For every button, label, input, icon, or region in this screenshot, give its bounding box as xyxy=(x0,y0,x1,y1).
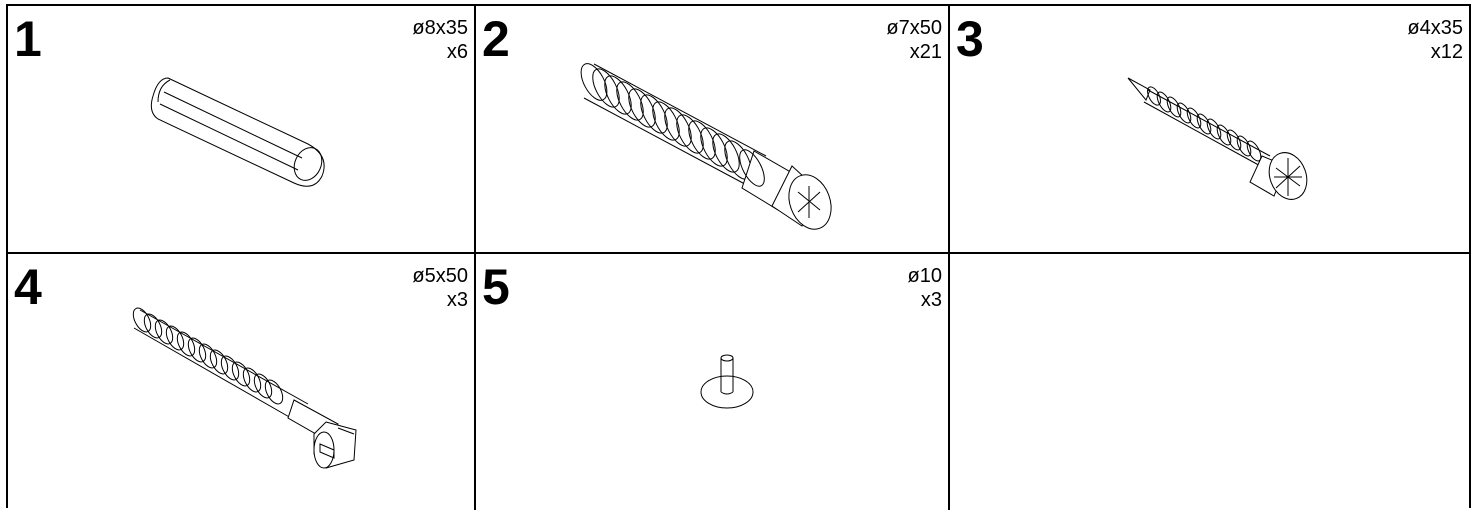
part-cell-2: 2 ø7x50 x21 xyxy=(476,6,950,254)
wood-screw-icon xyxy=(950,6,1469,254)
part-spec: ø8x35 x6 xyxy=(412,16,468,64)
part-spec: ø10 x3 xyxy=(908,264,942,312)
parts-table: 1 ø8x35 x6 2 ø7x50 x21 xyxy=(6,4,1471,510)
part-quantity: x3 xyxy=(446,289,468,311)
slotted-screw-pin-icon xyxy=(8,254,476,510)
part-spec: ø5x50 x3 xyxy=(412,264,468,312)
part-quantity: x21 xyxy=(909,41,942,63)
part-spec: ø7x50 x21 xyxy=(886,16,942,64)
cap-pin-icon xyxy=(476,254,950,510)
euro-screw-icon xyxy=(476,6,950,254)
part-cell-1: 1 ø8x35 x6 xyxy=(8,6,476,254)
part-number: 4 xyxy=(14,259,42,315)
part-cell-4: 4 ø5x50 x3 xyxy=(8,254,476,510)
part-number: 1 xyxy=(14,11,42,67)
wooden-dowel-icon xyxy=(8,6,476,254)
part-number: 5 xyxy=(482,259,510,315)
part-size: ø5x50 xyxy=(412,265,468,287)
part-cell-3: 3 ø4x35 x12 xyxy=(950,6,1469,254)
part-quantity: x3 xyxy=(920,289,942,311)
part-size: ø10 xyxy=(907,265,942,287)
part-size: ø7x50 xyxy=(886,17,942,39)
part-cell-5: 5 ø10 x3 xyxy=(476,254,950,510)
part-size: ø4x35 xyxy=(1407,17,1463,39)
part-spec: ø4x35 x12 xyxy=(1407,16,1463,64)
empty-cell xyxy=(950,254,1469,510)
part-quantity: x6 xyxy=(446,41,468,63)
part-number: 2 xyxy=(482,11,510,67)
part-quantity: x12 xyxy=(1430,41,1463,63)
part-size: ø8x35 xyxy=(412,17,468,39)
part-number: 3 xyxy=(956,11,984,67)
